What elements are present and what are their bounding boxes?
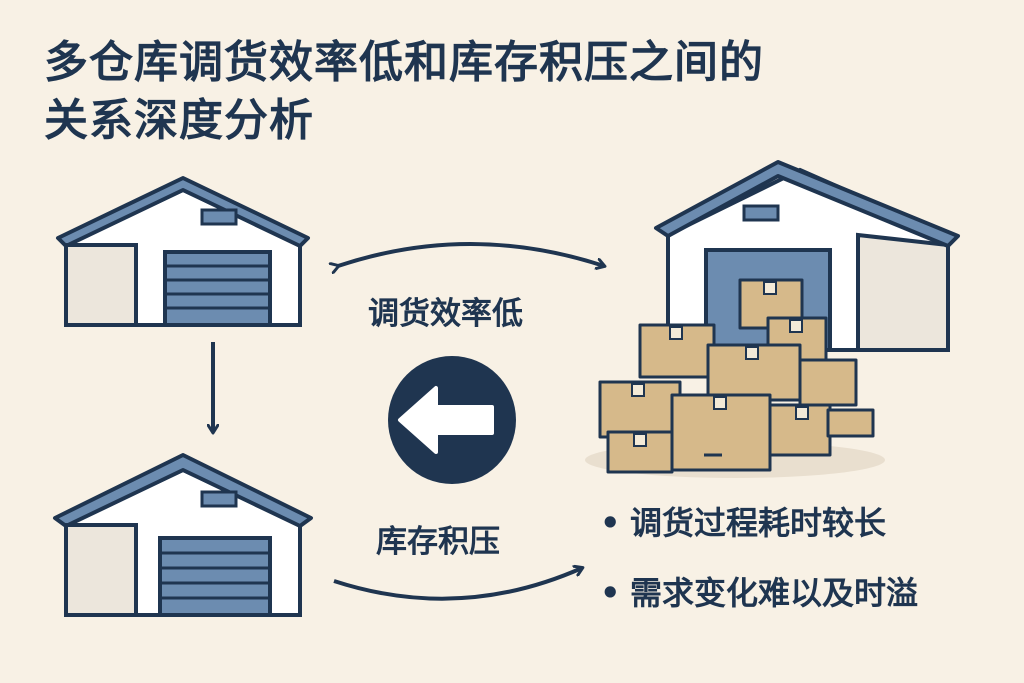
- bullet-item: 需求变化难以及时溢: [600, 575, 918, 611]
- double-arrow-curve: [338, 242, 604, 266]
- curve-arrow-bottom: [333, 568, 582, 601]
- warehouse-icon: [53, 453, 313, 617]
- page-title: 多仓库调货效率低和库存积压之间的 关系深度分析: [44, 34, 984, 150]
- warehouse-icon: [56, 176, 310, 327]
- title-line-1: 多仓库调货效率低和库存积压之间的: [44, 37, 764, 88]
- bullet-item: 调货过程耗时较长: [600, 505, 918, 541]
- label-transfer-efficiency: 调货效率低: [368, 296, 523, 332]
- label-inventory-backlog: 库存积压: [376, 524, 500, 560]
- title-line-2: 关系深度分析: [44, 95, 314, 146]
- bullet-list: 调货过程耗时较长 需求变化难以及时溢: [600, 505, 918, 645]
- cardboard-boxes-icon: [585, 278, 885, 478]
- left-arrow-circle-icon: [388, 356, 516, 484]
